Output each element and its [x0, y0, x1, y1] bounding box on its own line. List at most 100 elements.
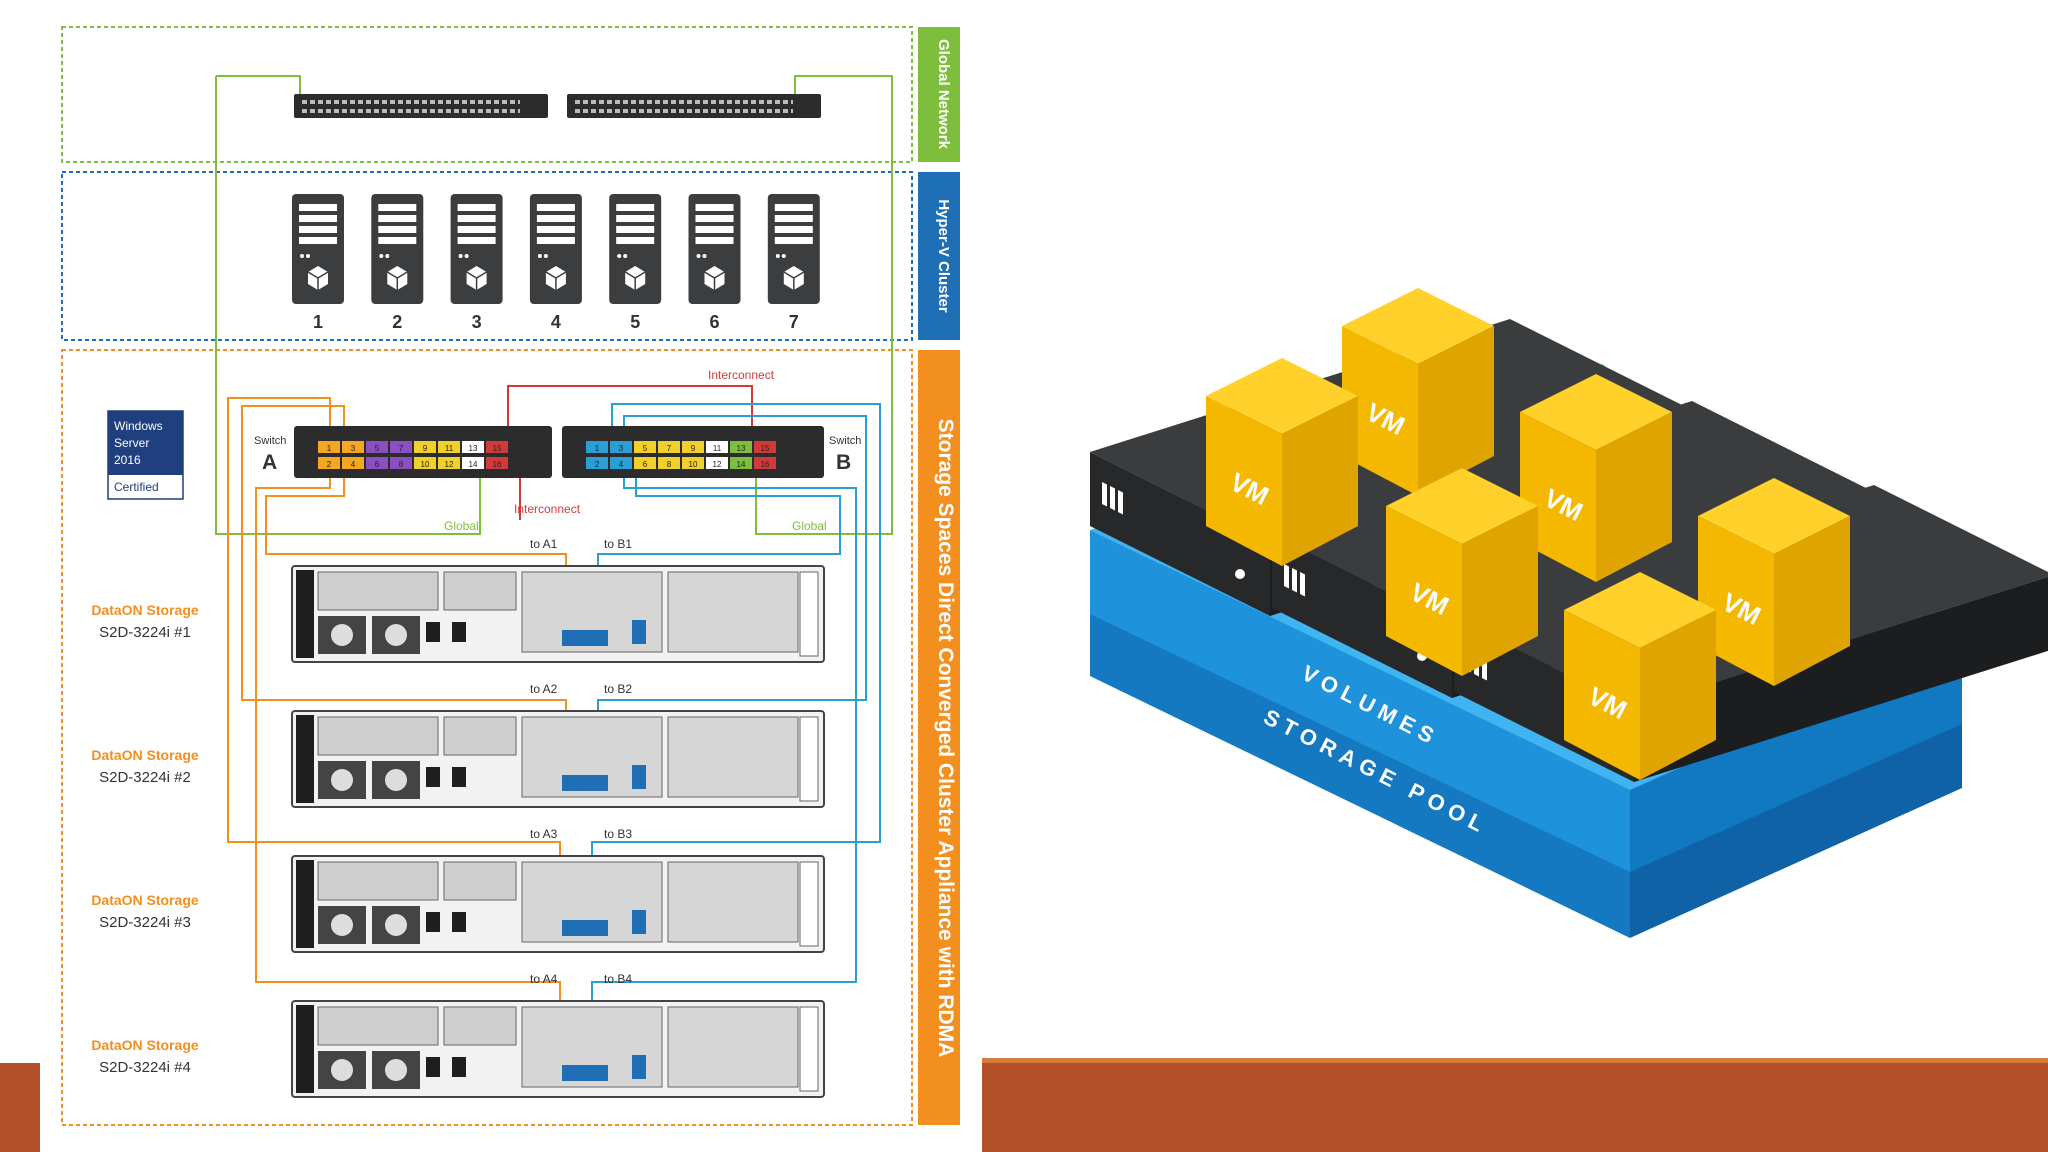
volumes-label: VOLUMES [1298, 660, 1444, 751]
storage-vendor: DataON Storage [91, 602, 199, 618]
server-number: 2 [392, 312, 402, 332]
vm-label: VM [1225, 467, 1273, 511]
port-label: 16 [493, 460, 502, 469]
server-tower-5: 5 [608, 193, 662, 332]
vm-cube-6: VM [1564, 572, 1716, 780]
server-number: 7 [789, 312, 799, 332]
port-label: 3 [351, 444, 356, 453]
port-label: 5 [643, 444, 648, 453]
port-label: 11 [713, 444, 722, 453]
server-blades [1090, 319, 2048, 782]
storage-vendor: DataON Storage [91, 1037, 199, 1053]
to-a-label: to A1 [530, 537, 558, 551]
port-label: 14 [469, 460, 478, 469]
port-label: 15 [493, 444, 502, 453]
switch-a-caption: Switch [254, 435, 286, 447]
global-right-label: Global [792, 519, 827, 533]
s2d-label: Storage Spaces Direct Converged Cluster … [934, 419, 957, 1058]
server-blade-1 [1090, 319, 1690, 616]
port-label: 12 [445, 460, 454, 469]
hyperv-cluster-tab [918, 172, 960, 340]
storage-pool-label: STORAGE POOL [1260, 704, 1493, 839]
port-label: 2 [327, 460, 332, 469]
to-b-label: to B2 [604, 682, 632, 696]
global-switch-left [294, 94, 548, 118]
to-b-label: to B4 [604, 972, 632, 986]
port-label: 10 [689, 460, 698, 469]
server-number: 5 [630, 312, 640, 332]
svg-text:Certified: Certified [114, 480, 159, 494]
svg-text:Windows: Windows [114, 419, 163, 433]
port-label: 6 [375, 460, 380, 469]
port-label: 5 [375, 444, 380, 453]
hyperv-cluster-label: Hyper-V Cluster [935, 199, 952, 313]
vm-label: VM [1583, 681, 1631, 725]
vm-label: VM [1717, 587, 1765, 631]
storage-vendor: DataON Storage [91, 892, 199, 908]
vm-cube-3: VM [1520, 374, 1672, 582]
port-label: 15 [761, 444, 770, 453]
interconnect-bottom-label: Interconnect [514, 502, 581, 516]
s2d-tab [918, 350, 960, 1125]
server-blade-3 [1454, 485, 2048, 782]
hyperv-servers: 1 2 3 4 5 6 7 [291, 193, 821, 332]
port-label: 9 [423, 444, 428, 453]
port-label: 9 [691, 444, 696, 453]
network-diagram: Global Network Hyper-V Cluster Storage S… [61, 26, 960, 1126]
port-label: 4 [351, 460, 356, 469]
to-b-label: to B1 [604, 537, 632, 551]
port-label: 7 [399, 444, 404, 453]
vm-label: VM [1405, 577, 1453, 621]
port-label: 11 [445, 444, 454, 453]
port-label: 3 [619, 444, 624, 453]
server-number: 3 [472, 312, 482, 332]
storage-model: S2D-3224i #1 [99, 624, 191, 641]
vm-cubes: VM VM VM VM VM VM [1206, 288, 1850, 780]
switch-b-letter: B [836, 451, 851, 474]
port-label: 6 [643, 460, 648, 469]
port-label: 14 [737, 460, 746, 469]
server-tower-3: 3 [449, 193, 504, 332]
vm-label: VM [1361, 397, 1409, 441]
global-network-frame [61, 26, 913, 163]
server-number: 6 [709, 312, 719, 332]
global-network-label: Global Network [935, 39, 952, 150]
server-number: 1 [313, 312, 323, 332]
windows-server-badge: Windows Server 2016 Certified [107, 410, 184, 500]
vm-cube-1: VM [1342, 288, 1494, 496]
svg-text:2016: 2016 [114, 453, 141, 467]
port-label: 1 [327, 444, 332, 453]
to-a-label: to A4 [530, 972, 558, 986]
switch-b-caption: Switch [829, 435, 861, 447]
server-tower-6: 6 [687, 193, 742, 332]
vm-cube-2: VM [1206, 358, 1358, 566]
to-b-label: to B3 [604, 827, 632, 841]
to-a-label: to A2 [530, 682, 558, 696]
to-a-label: to A3 [530, 827, 558, 841]
volumes-layer [1090, 364, 1962, 872]
server-tower-4: 4 [529, 193, 583, 332]
global-switch-right [567, 94, 821, 118]
accent-line-right [982, 1058, 2048, 1063]
accent-bar-left [0, 1063, 40, 1152]
accent-bar-right [982, 1063, 2048, 1152]
port-label: 12 [713, 460, 722, 469]
port-label: 13 [469, 444, 478, 453]
storage-vendor: DataON Storage [91, 747, 199, 763]
vm-cube-4: VM [1386, 468, 1538, 676]
global-network-tab [918, 27, 960, 162]
port-label: 10 [421, 460, 430, 469]
port-label: 4 [619, 460, 624, 469]
storage-model: S2D-3224i #4 [99, 1059, 191, 1076]
global-left-label: Global [444, 519, 479, 533]
storage-model: S2D-3224i #2 [99, 769, 191, 786]
port-label: 16 [761, 460, 770, 469]
server-number: 4 [551, 312, 561, 332]
port-label: 13 [737, 444, 746, 453]
